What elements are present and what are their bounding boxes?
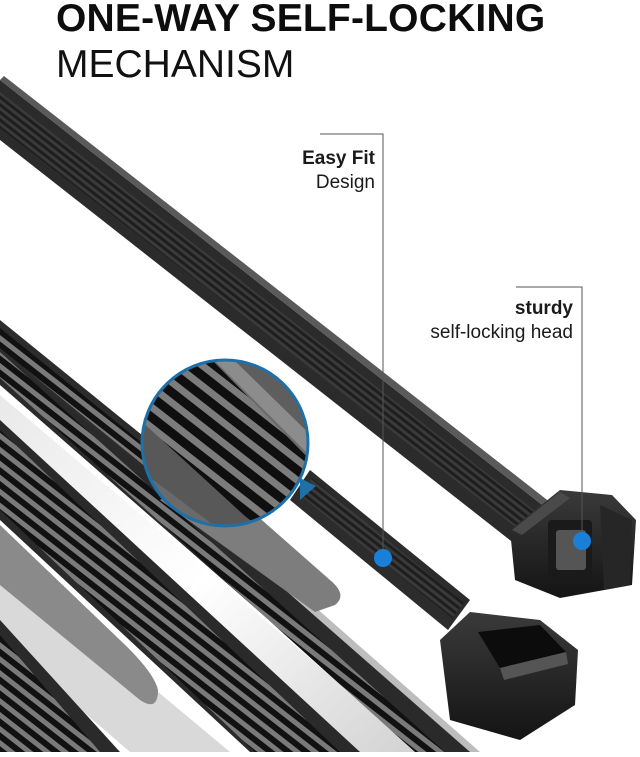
callout-easy-fit-light: Design xyxy=(315,172,375,193)
callout-sturdy-light: self-locking head xyxy=(430,322,573,343)
callout-easy-fit: Easy Fit Design xyxy=(302,147,375,195)
top-cable-tie xyxy=(0,76,636,598)
self-locking-head-bottom xyxy=(440,612,578,740)
sturdy-marker-dot xyxy=(573,532,591,550)
callout-sturdy-head: sturdy self-locking head xyxy=(430,297,573,345)
callout-easy-fit-line xyxy=(320,133,392,567)
easy-fit-marker-dot xyxy=(374,549,392,567)
callout-sturdy-line xyxy=(516,286,591,550)
headline-bold: ONE-WAY SELF-LOCKING xyxy=(56,0,546,40)
callout-sturdy-strong: sturdy xyxy=(514,298,573,319)
callout-easy-fit-strong: Easy Fit xyxy=(302,148,375,169)
magnifier-detail xyxy=(140,358,316,528)
headline-light: MECHANISM xyxy=(56,43,295,86)
